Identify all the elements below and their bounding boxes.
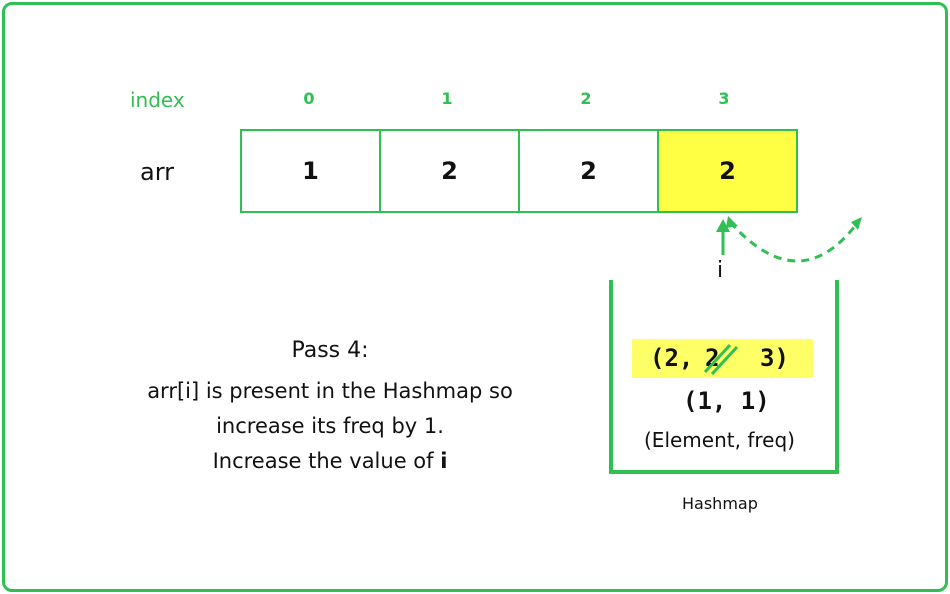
hashmap-label: Hashmap [682, 494, 758, 513]
updated-entry-old-freq: 2 [705, 344, 720, 372]
hashmap-caption: (Element, freq) [644, 428, 795, 452]
array-cell-1: 2 [379, 129, 520, 213]
index-2: 2 [580, 89, 592, 108]
array-cells: 1 2 2 2 [240, 129, 798, 213]
hashmap-entry-1: (1, 1) [683, 387, 770, 415]
array-cell-0: 1 [240, 129, 381, 213]
description-line-1: arr[i] is present in the Hashmap so [147, 379, 513, 403]
updated-entry-key: (2, [650, 344, 694, 372]
description-line-2: increase its freq by 1. [216, 414, 444, 438]
pointer-i-label: i [717, 258, 724, 283]
description-var-i: i [440, 449, 448, 473]
index-0: 0 [303, 89, 315, 108]
array-cell-3-current: 2 [657, 129, 798, 213]
pass-title: Pass 4: [291, 338, 369, 363]
hashmap-bucket [609, 280, 839, 474]
index-1: 1 [441, 89, 453, 108]
index-row-label: index [130, 88, 185, 112]
description-line-3: Increase the value of i [90, 449, 570, 473]
index-3: 3 [718, 89, 730, 108]
description-line-3-text: Increase the value of [212, 449, 441, 473]
array-label: arr [140, 158, 175, 186]
updated-entry-new-freq: 3) [760, 344, 789, 372]
array-cell-2: 2 [518, 129, 659, 213]
